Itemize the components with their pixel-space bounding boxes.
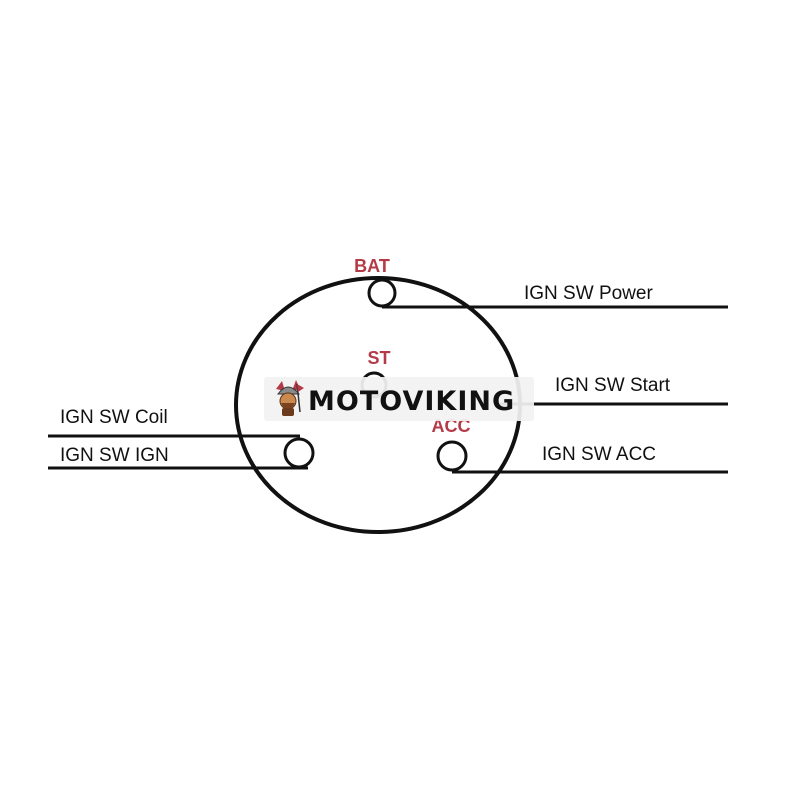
- watermark-brand-text: MOTOVIKING: [308, 386, 515, 417]
- wire-label-coil: IGN SW Coil: [60, 407, 168, 428]
- wire-label-acc: IGN SW ACC: [542, 444, 656, 465]
- wire-label-ign: IGN SW IGN: [60, 445, 169, 466]
- terminal-bat: [367, 278, 397, 308]
- terminal-label-bat: BAT: [354, 256, 390, 276]
- terminal-label-st: ST: [367, 348, 390, 368]
- viking-mascot-icon: [276, 380, 304, 416]
- wire-label-start: IGN SW Start: [555, 375, 671, 396]
- watermark-banner: [264, 377, 534, 421]
- terminal-acc: [436, 440, 468, 472]
- wire-label-power: IGN SW Power: [524, 283, 653, 304]
- watermark: MOTOVIKING: [264, 377, 534, 421]
- terminal-ign: [283, 437, 315, 469]
